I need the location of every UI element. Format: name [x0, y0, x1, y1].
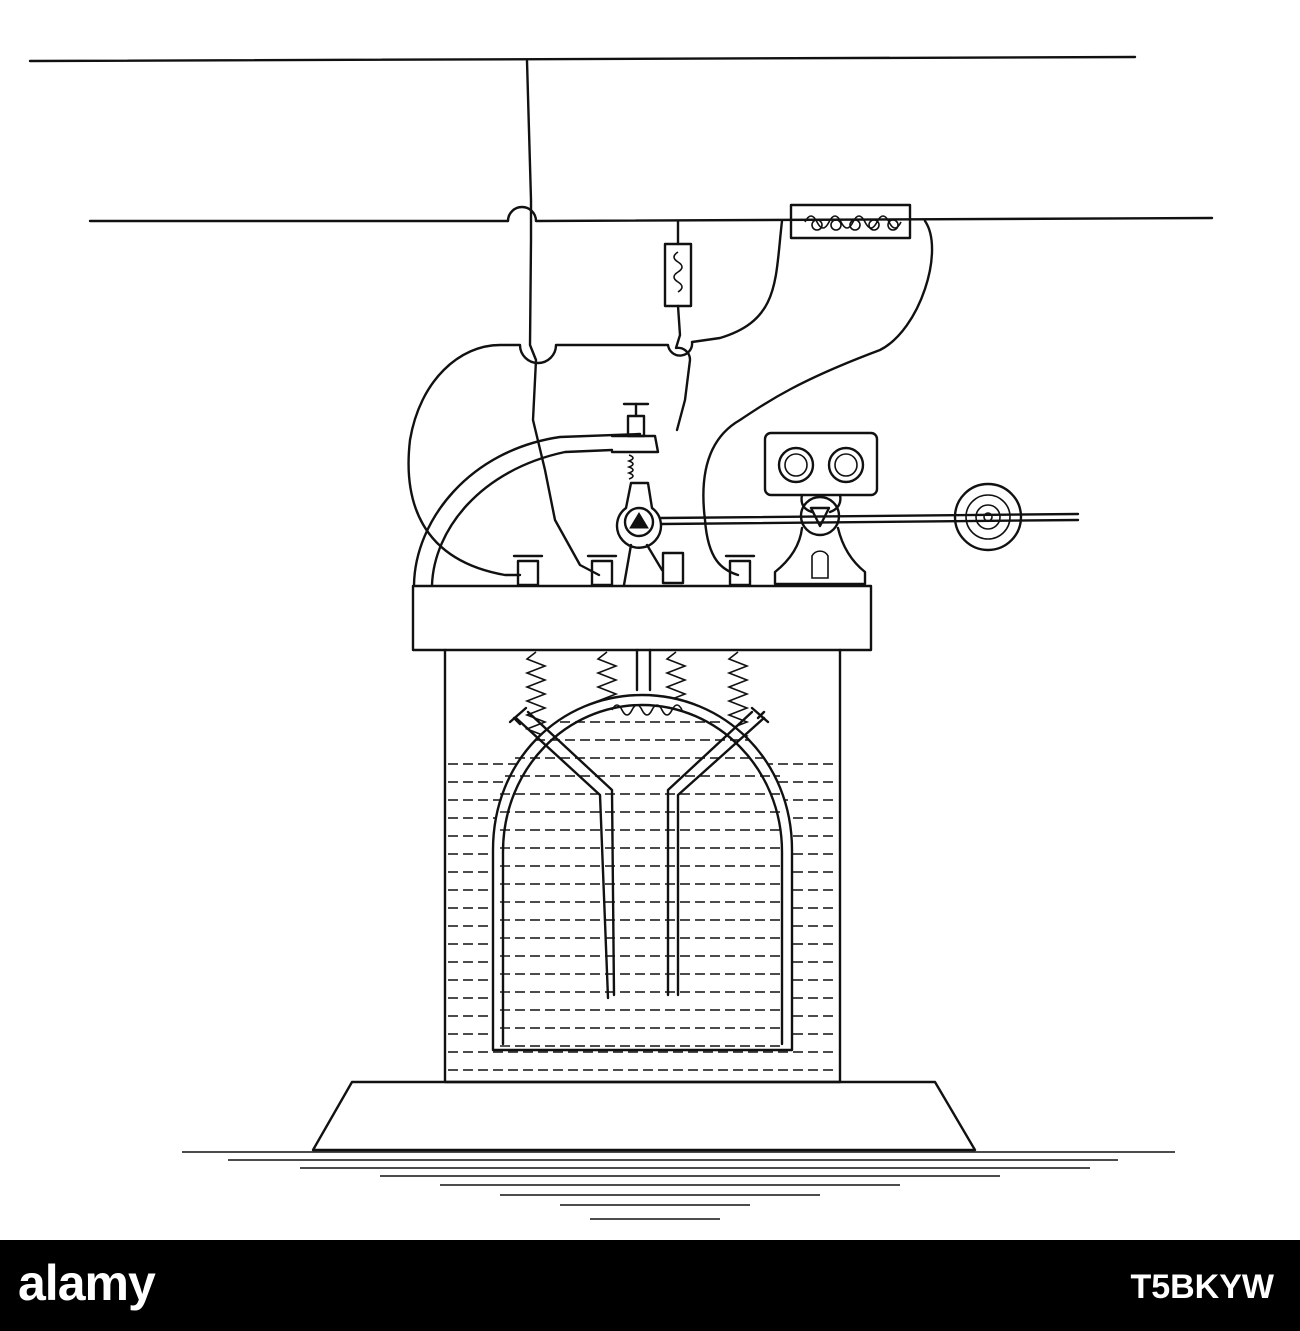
- pipe-outer: [412, 432, 642, 587]
- watermark-bar: alamy T5BKYW: [0, 1240, 1300, 1331]
- resistance-coil-icon: [789, 203, 912, 240]
- crossover-wire: [407, 219, 784, 577]
- electrode-left: [514, 716, 610, 1000]
- tank-base: [311, 1080, 977, 1152]
- resistance-coil-icon: [663, 242, 693, 308]
- binding-post-icon: [724, 554, 756, 587]
- lead-wire-2: [702, 219, 934, 577]
- valve-icon: [615, 481, 664, 587]
- small-cylinder: [661, 551, 685, 585]
- valve-icon: [610, 402, 660, 480]
- second-line-wire: [88, 205, 1214, 223]
- valve-icon: [750, 706, 770, 724]
- lead-wire-1: [525, 59, 601, 577]
- bell-jar: [491, 693, 794, 1052]
- heating-coil-icon: [611, 704, 683, 716]
- bell-jar-hatching: [500, 721, 785, 1047]
- apparatus-diagram: [28, 55, 1214, 1220]
- gauge-dial-icon: [953, 482, 1023, 552]
- valve-icon: [508, 706, 528, 726]
- electrode-right: [676, 716, 766, 997]
- top-line-wire: [28, 55, 1137, 63]
- diagram-svg: [28, 55, 1214, 1220]
- shunt-lead-bottom: [674, 304, 692, 432]
- image-code: T5BKYW: [1130, 1268, 1274, 1306]
- binding-post-icon: [586, 554, 618, 587]
- gauge-dial-icon: [763, 431, 879, 586]
- lever-shaft: [659, 512, 1080, 520]
- floor-lines: [182, 1151, 1175, 1220]
- lid-slab: [411, 584, 873, 652]
- brand-logo: alamy: [18, 1255, 156, 1311]
- binding-post-icon: [512, 554, 544, 587]
- pipe-inner: [430, 448, 614, 587]
